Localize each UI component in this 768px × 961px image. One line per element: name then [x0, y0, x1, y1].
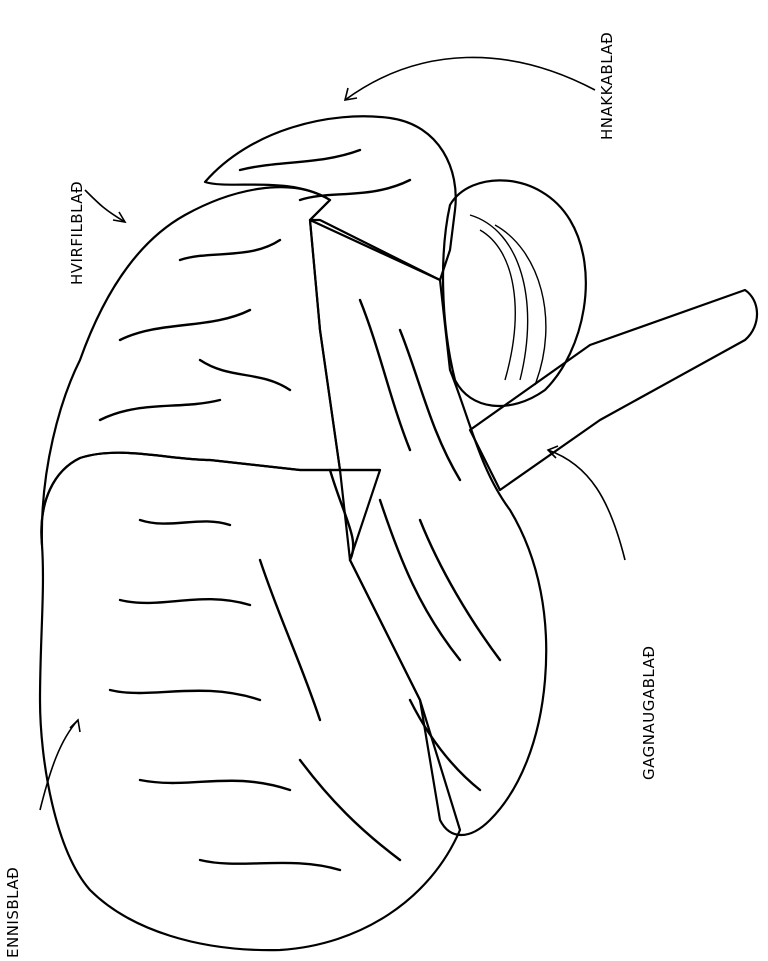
occipital-lobe: [205, 116, 456, 280]
arrow-temporal: [548, 450, 625, 560]
arrow-occipital: [345, 57, 595, 100]
label-occipital: HNAKKABLAÐ: [598, 32, 616, 140]
label-frontal: ENNISBLAÐ: [4, 867, 22, 958]
temporal-lobe: [310, 220, 546, 835]
label-parietal: HVIRFILBLAÐ: [68, 181, 86, 285]
frontal-lobe: [40, 453, 460, 950]
arrow-parietal: [85, 190, 125, 222]
brain-stem: [470, 290, 757, 490]
label-temporal: GAGNAUGABLAÐ: [640, 646, 658, 780]
